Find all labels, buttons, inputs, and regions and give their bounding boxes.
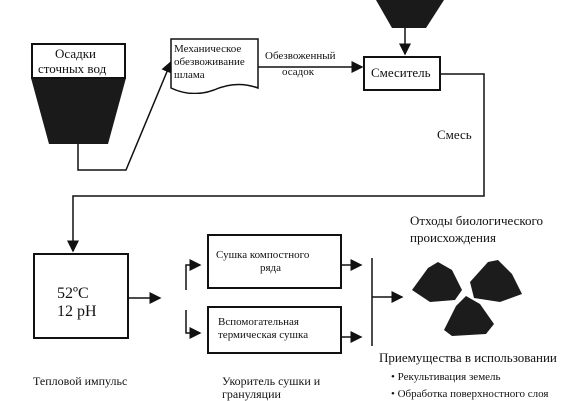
heat-impulse-box [33, 253, 129, 339]
aux-line2: термическая сушка [218, 329, 309, 341]
aux-drying-box [207, 306, 342, 354]
dewatered-line2: осадок [282, 66, 315, 78]
accelerator-line1: Укоритель сушки и [222, 374, 321, 388]
branch-bracket-lower [185, 310, 202, 339]
mechanical-line1: Механическое [174, 43, 242, 55]
compost-drying-box [207, 234, 342, 289]
heat-caption: Тепловой импульс [33, 374, 128, 388]
waste-pile-right [470, 260, 522, 302]
sludge-label-line2: сточных вод [38, 61, 107, 76]
dewatered-line1: Обезвоженный [265, 50, 336, 62]
sludge-hopper-body [31, 78, 126, 144]
arrow-mixer-to-heat [67, 73, 485, 253]
compost-line1: Сушка компостного [216, 249, 310, 261]
aux-line1: Вспомогательная [218, 316, 299, 328]
accelerator-line2: грануляции [222, 387, 281, 401]
branch-bracket [185, 259, 202, 290]
mechanical-dewatering-shape [170, 38, 259, 94]
benefit-item-1-text: Рекультивация земель [397, 371, 501, 383]
sludge-label-box [31, 43, 126, 79]
waste-pile-left [412, 262, 462, 302]
mixer-box [363, 56, 441, 91]
mechanical-line3: шлама [174, 69, 205, 81]
waste-pile-bottom [444, 296, 494, 336]
mixture-label: Смесь [437, 127, 472, 142]
waste-line1: Отходы биологического [410, 213, 544, 228]
benefit-item-2: • Обработка поверхностного слоя [391, 388, 549, 400]
sludge-label-line1: Осадки [55, 46, 96, 61]
benefits-title: Приемущества в использовании [379, 350, 557, 365]
heat-temperature: 52ºC [57, 285, 89, 302]
mixer-label: Смеситель [371, 65, 431, 80]
arrow-hopper-to-mechanical [77, 60, 173, 171]
mechanical-line2: обезвоживание [174, 56, 245, 68]
waste-line2: происхождения [410, 230, 496, 245]
benefit-item-1: • Рекультивация земель [391, 371, 501, 383]
heat-ph: 12 pH [57, 303, 97, 320]
compost-line2: ряда [260, 262, 282, 274]
top-feed-hopper [376, 0, 444, 28]
benefit-item-2-text: Обработка поверхностного слоя [397, 388, 549, 400]
